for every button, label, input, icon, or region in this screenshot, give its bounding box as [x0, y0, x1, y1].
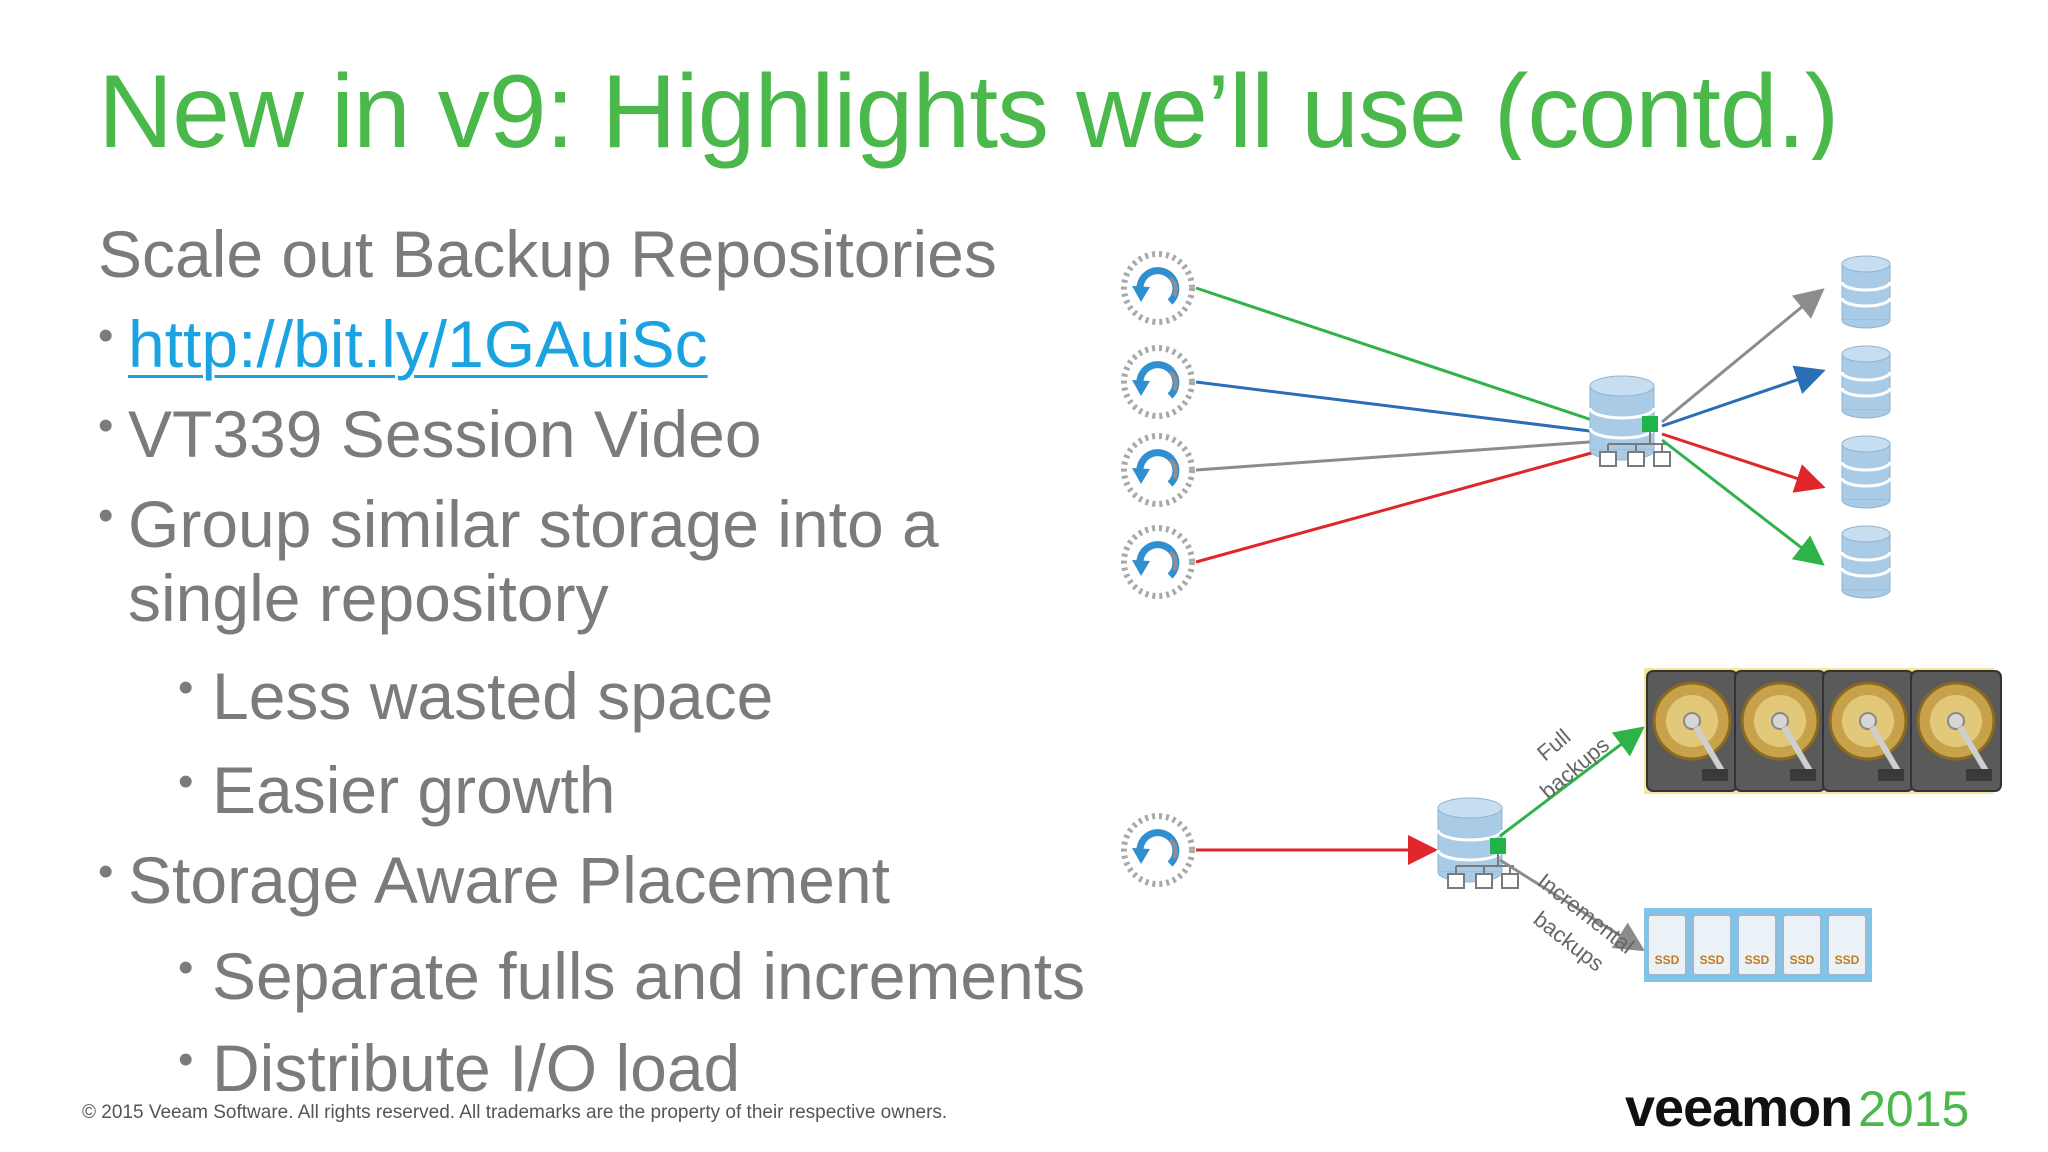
arrow: [1661, 432, 1826, 493]
arrow: [1661, 365, 1826, 428]
bullet-dot: •: [98, 311, 114, 360]
storage-aware-placement-item: Storage Aware Placement: [128, 843, 890, 917]
bullet-dot: •: [98, 491, 114, 540]
database-icon: [1840, 344, 1892, 420]
hard-drive-icon: [1911, 671, 2001, 791]
ssd-label: SSD: [1655, 953, 1680, 967]
connector-line: [1195, 436, 1647, 564]
bullet-dot: •: [178, 663, 194, 712]
slide-title: New in v9: Highlights we’ll use (contd.): [98, 54, 1839, 170]
connector-line: [1195, 380, 1647, 440]
arrow: [1661, 288, 1825, 424]
bitly-link[interactable]: http://bit.ly/1GAuiSc: [128, 307, 708, 381]
bullet-dot: •: [98, 847, 114, 896]
bullet-dot: •: [178, 1035, 194, 1084]
hard-drive-icon: [1647, 671, 1737, 791]
session-video-item: VT339 Session Video: [128, 397, 762, 471]
ssd-label: SSD: [1745, 953, 1770, 967]
ssd-label: SSD: [1790, 953, 1815, 967]
ssd-label: SSD: [1835, 953, 1860, 967]
arrow: [1499, 726, 1645, 838]
distribute-io-item: Distribute I/O load: [212, 1031, 741, 1105]
group-storage-item-line1: Group similar storage into a: [128, 487, 939, 561]
bullet-dot: •: [178, 757, 194, 806]
separate-fulls-item: Separate fulls and increments: [212, 939, 1086, 1013]
section-heading: Scale out Backup Repositories: [98, 217, 997, 291]
connector-line: [1195, 436, 1647, 472]
bullet-dot: •: [178, 943, 194, 992]
group-storage-item-line2: single repository: [128, 561, 609, 635]
arrow: [1499, 858, 1646, 952]
less-wasted-space-item: Less wasted space: [212, 659, 774, 733]
bullet-dot: •: [98, 401, 114, 450]
logo-year: 2015: [1858, 1081, 1970, 1137]
easier-growth-item: Easier growth: [212, 753, 616, 827]
hard-drive-icon: [1735, 671, 1825, 791]
logo-brand: veeamon: [1625, 1078, 1853, 1138]
link-item: http://bit.ly/1GAuiSc: [128, 308, 708, 380]
database-icon: [1840, 434, 1892, 510]
ssd-label: SSD: [1700, 953, 1725, 967]
arrow: [1661, 438, 1825, 566]
connector-line: [1195, 286, 1647, 440]
copyright-footer: © 2015 Veeam Software. All rights reserv…: [82, 1102, 948, 1123]
hard-drive-icon: [1823, 671, 1913, 791]
database-icon: [1840, 524, 1892, 600]
database-icon: [1840, 254, 1892, 330]
